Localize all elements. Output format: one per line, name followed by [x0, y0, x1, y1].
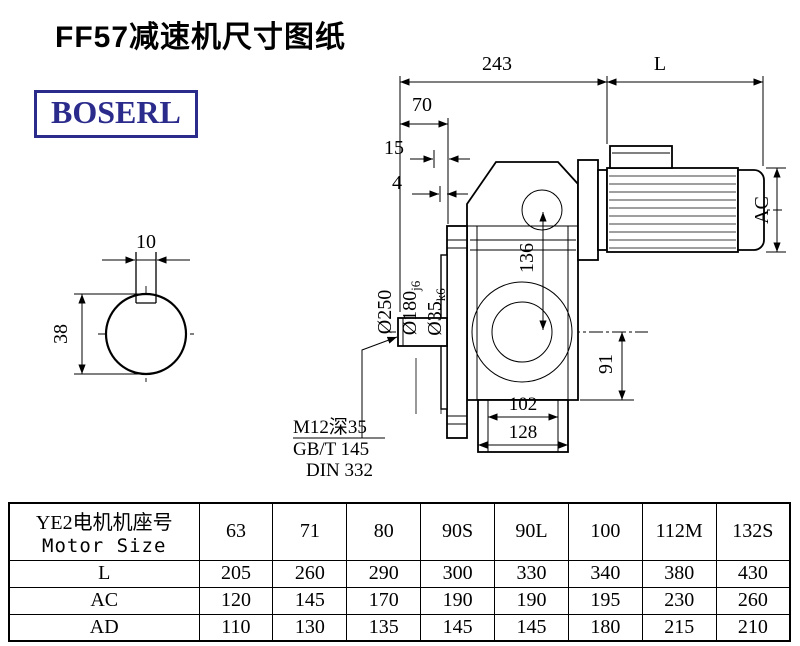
dimensions: 243 L 70 15 4 Ø250 Ø180j6 Ø3	[374, 53, 786, 449]
size-col-header: 90S	[420, 502, 495, 561]
table-cell: 230	[641, 586, 717, 615]
size-col-header: 100	[567, 502, 643, 561]
dim-91-label: 91	[595, 354, 617, 374]
table-cell: 300	[420, 559, 495, 588]
terminal-box	[609, 145, 673, 169]
fan-cover	[737, 169, 765, 251]
table-cell: 190	[420, 586, 495, 615]
table-cell: 210	[715, 613, 791, 642]
table-cell: 120	[198, 586, 274, 615]
table-cell: 290	[346, 559, 422, 588]
table-cell: 215	[641, 613, 717, 642]
motor-size-table: YE2电机机座号 Motor Size 63 71 80 90S 90L 100…	[8, 502, 791, 642]
table-cell: 195	[567, 586, 643, 615]
note-gb-standard: GB/T 145	[293, 439, 369, 460]
table-cell: 170	[346, 586, 422, 615]
output-shaft	[397, 317, 448, 347]
table-cell: 180	[567, 613, 643, 642]
table-cell: 205	[198, 559, 274, 588]
output-flange	[446, 225, 468, 439]
dim-key-width-label: 10	[136, 231, 156, 253]
table-row-L: L 205 260 290 300 330 340 380 430	[8, 559, 791, 588]
table-cell: 260	[272, 559, 348, 588]
gearbox-housing	[466, 161, 579, 401]
dim-102-label: 102	[509, 394, 538, 415]
table-cell: 340	[567, 559, 643, 588]
dim-shaft-dia-label: Ø35k6	[424, 288, 448, 336]
dim-flange-dia-label: Ø250	[374, 290, 396, 334]
row-label: AC	[8, 586, 200, 615]
shaft-end-view: 10 38	[50, 231, 194, 382]
row-label: AD	[8, 613, 200, 642]
table-cell: 190	[494, 586, 569, 615]
row-label: L	[8, 559, 200, 588]
table-cell: 145	[272, 586, 348, 615]
dim-spigot-dia-label: Ø180j6	[399, 280, 423, 335]
size-col-header: 63	[198, 502, 274, 561]
table-cell: 260	[715, 586, 791, 615]
motor-size-header-cn: YE2电机机座号	[35, 512, 173, 535]
table-cell: 145	[420, 613, 495, 642]
size-col-header: 71	[272, 502, 348, 561]
dim-70-label: 70	[412, 94, 432, 116]
boserl-logo: BOSERL	[34, 90, 198, 138]
table-row-AD: AD 110 130 135 145 145 180 215 210	[8, 613, 791, 642]
tap-hole-notes: M12深35 GB/T 145 DIN 332	[293, 336, 398, 481]
dim-243-label: 243	[482, 53, 512, 75]
size-col-header: 112M	[641, 502, 717, 561]
dim-15-label: 15	[384, 137, 404, 159]
dimension-drawing: 10 38	[50, 53, 786, 481]
size-col-header: 90L	[494, 502, 569, 561]
note-din-standard: DIN 332	[306, 460, 373, 481]
table-cell: 330	[494, 559, 569, 588]
dim-136-label: 136	[516, 243, 538, 273]
table-cell: 145	[494, 613, 569, 642]
dim-shaft-38-label: 38	[50, 324, 72, 344]
motor-size-header: YE2电机机座号 Motor Size	[8, 502, 200, 561]
motor-size-header-en: Motor Size	[42, 535, 167, 558]
table-cell: 130	[272, 613, 348, 642]
dim-AC-label: AC	[751, 196, 773, 224]
table-cell: 110	[198, 613, 274, 642]
dim-4-label: 4	[392, 172, 402, 194]
dim-128-label: 128	[509, 422, 538, 443]
motor	[577, 145, 765, 261]
main-view	[382, 145, 782, 453]
table-cell: 430	[715, 559, 791, 588]
table-cell: 135	[346, 613, 422, 642]
logo-text: BOSERL	[51, 94, 181, 130]
table-row-AC: AC 120 145 170 190 190 195 230 260	[8, 586, 791, 615]
motor-flange	[577, 159, 599, 261]
motor-body	[606, 167, 739, 253]
table-cell: 380	[641, 559, 717, 588]
dim-L-label: L	[654, 53, 666, 75]
size-col-header: 132S	[715, 502, 791, 561]
motor-fins	[609, 175, 736, 249]
note-tap: M12深35	[293, 416, 367, 438]
table-header-row: YE2电机机座号 Motor Size 63 71 80 90S 90L 100…	[8, 502, 791, 561]
shaft-section-circle	[104, 292, 188, 376]
page-title: FF57减速机尺寸图纸	[55, 21, 347, 54]
size-col-header: 80	[346, 502, 422, 561]
